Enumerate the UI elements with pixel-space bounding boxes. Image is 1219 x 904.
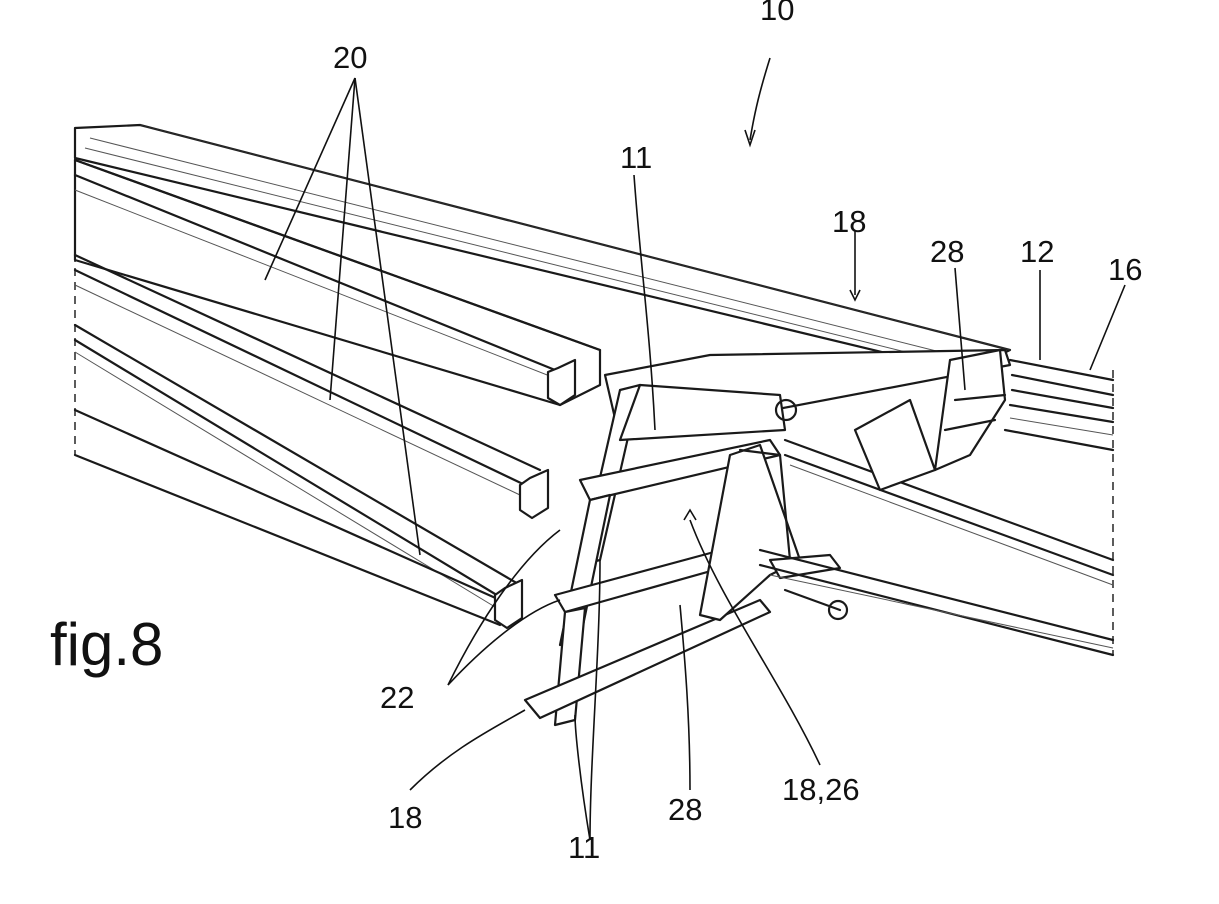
figure-label: fig.8 (50, 611, 163, 678)
label-bottom-rail: 18 (388, 800, 422, 835)
c-profile-ends (495, 360, 575, 628)
label-floor-beam: 12 (1020, 234, 1054, 269)
right-rails (760, 360, 1113, 655)
label-panel: 16 (1108, 252, 1142, 287)
leader-lines (265, 58, 1125, 840)
label-upper-rail: 18 (832, 204, 866, 239)
label-mid-rail: 18,26 (782, 772, 860, 807)
label-right-bracket: 28 (930, 234, 964, 269)
label-lower-bracket: 28 (668, 792, 702, 827)
label-beams-top: 20 (333, 40, 367, 75)
label-lower-beams: 11 (568, 830, 600, 865)
label-ends: 22 (380, 680, 414, 715)
label-center-beam: 11 (620, 140, 652, 175)
label-assembly: 10 (760, 0, 794, 27)
